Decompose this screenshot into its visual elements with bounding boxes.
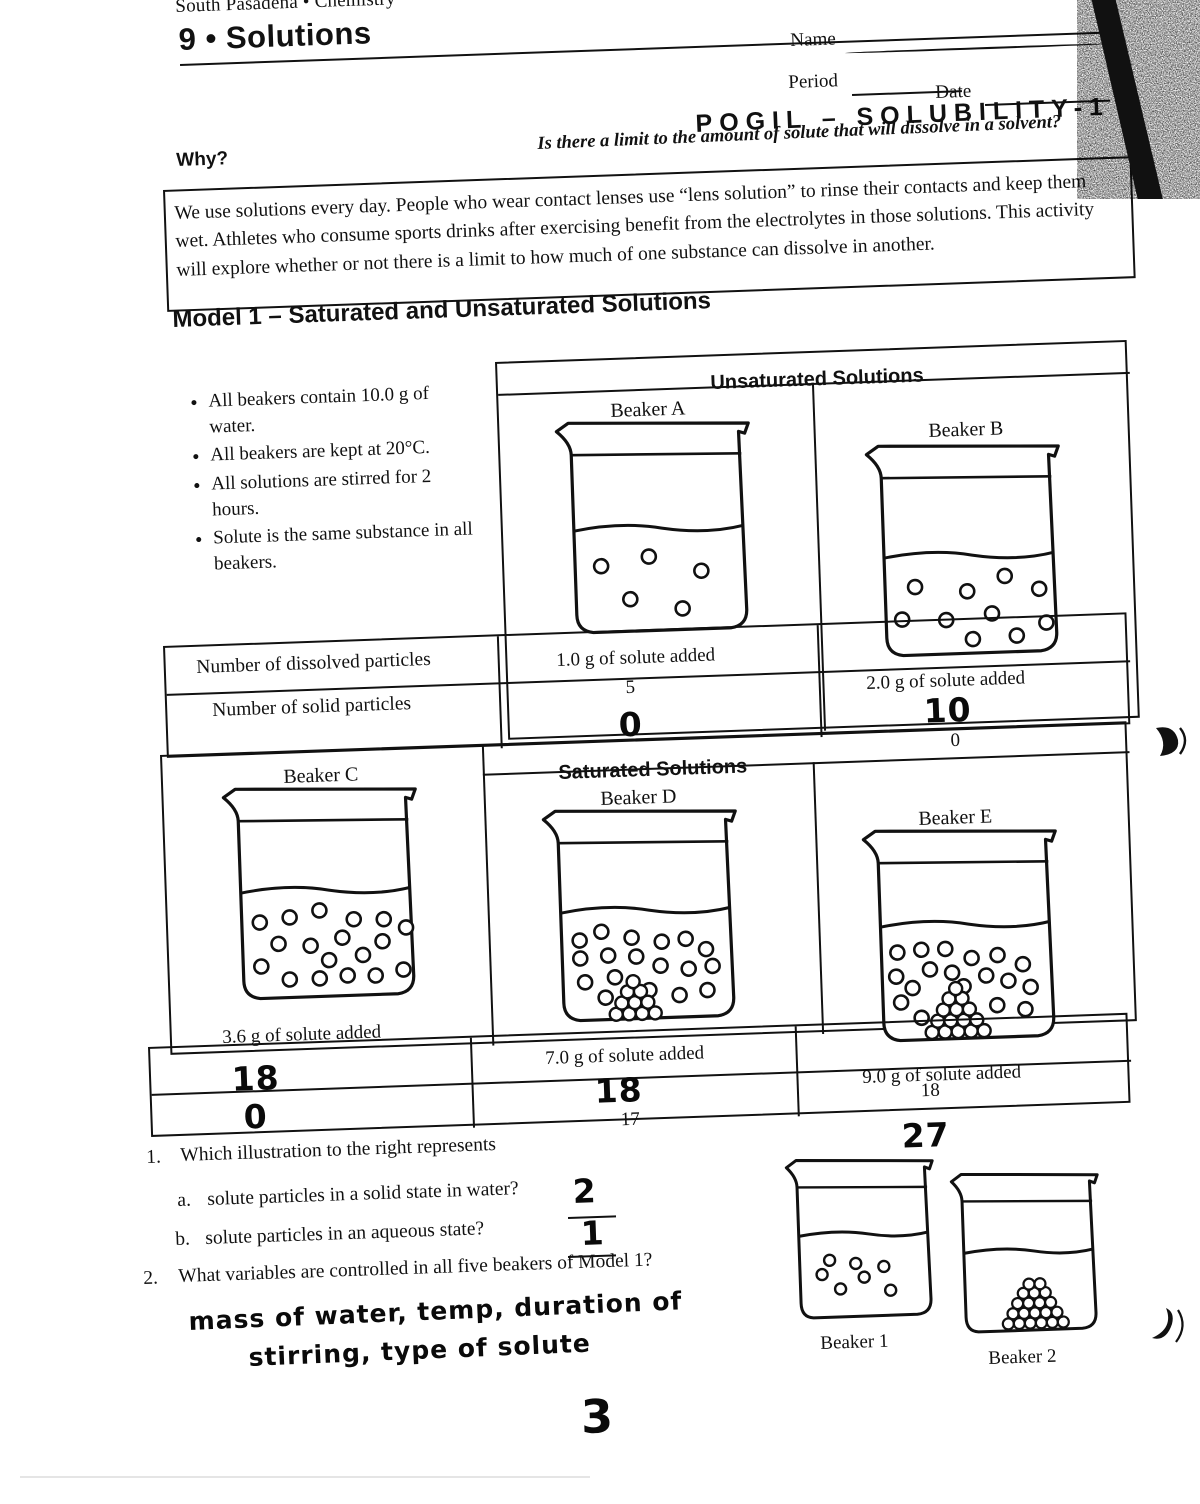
beaker-d-solid-value: 17 — [620, 1108, 641, 1131]
condition-item: All solutions are stirred for 2 hours. — [211, 462, 483, 524]
question-2-answer-line1: mass of water, temp, duration of — [188, 1286, 683, 1336]
question-1a-answer: 2 — [572, 1171, 598, 1211]
condition-item: Solute is the same substance in all beak… — [213, 516, 485, 578]
page-number: 3 — [580, 1388, 615, 1444]
beaker-c-illustration — [215, 779, 433, 1026]
question-1-text: Which illustration to the right represen… — [180, 1133, 497, 1166]
scan-corner-artifact — [1091, 0, 1200, 199]
question-1b-letter: b. — [175, 1228, 191, 1250]
illustration-beaker-2 — [945, 1166, 1111, 1351]
beaker-a-dissolved-value: 5 — [625, 676, 636, 699]
unit-title: 9 • Solutions — [178, 15, 373, 57]
name-label: Name — [790, 28, 837, 51]
beaker-c-dissolved-value: 18 — [231, 1058, 281, 1099]
table-divider — [481, 745, 495, 1046]
scan-edge-mark-top — [1156, 727, 1187, 756]
beaker-d-illustration — [535, 801, 753, 1048]
scan-edge-mark-bottom — [1152, 1308, 1184, 1343]
condition-item: All beakers contain 10.0 g of water. — [208, 379, 480, 441]
illustration-beaker-2-label: Beaker 2 — [988, 1345, 1057, 1369]
question-1a-text: solute particles in a solid state in wat… — [207, 1178, 519, 1210]
question-2-text: What variables are controlled in all fiv… — [178, 1249, 653, 1287]
beaker-b-dissolved-value: 10 — [923, 689, 973, 731]
model1-conditions: All beakers contain 10.0 g of water. All… — [168, 379, 484, 581]
question-1-number: 1. — [146, 1146, 162, 1168]
question-2-number: 2. — [143, 1267, 159, 1289]
beaker-c-solid-value: 0 — [243, 1096, 269, 1137]
beaker-e-solid-value: 27 — [901, 1114, 951, 1156]
illustration-beaker-1 — [780, 1152, 946, 1337]
beaker-d-dissolved-value: 18 — [594, 1070, 644, 1111]
question-2-answer-line2: stirring, type of solute — [248, 1328, 592, 1372]
beaker-b-illustration — [858, 436, 1076, 683]
question-1a-letter: a. — [177, 1189, 192, 1211]
why-heading: Why? — [176, 148, 229, 171]
period-label: Period — [788, 70, 839, 93]
table-divider — [496, 636, 503, 749]
beaker-e-dissolved-value: 18 — [920, 1079, 941, 1102]
illustration-beaker-1-label: Beaker 1 — [820, 1330, 889, 1354]
beaker-e-illustration — [855, 821, 1073, 1068]
question-1b-text: solute particles in an aqueous state? — [205, 1218, 485, 1249]
question-1b-answer: 1 — [580, 1213, 606, 1253]
table-divider — [812, 762, 825, 1035]
beaker-a-illustration — [548, 413, 766, 660]
scan-bottom-smudge — [20, 1476, 590, 1478]
table-divider — [816, 625, 823, 738]
